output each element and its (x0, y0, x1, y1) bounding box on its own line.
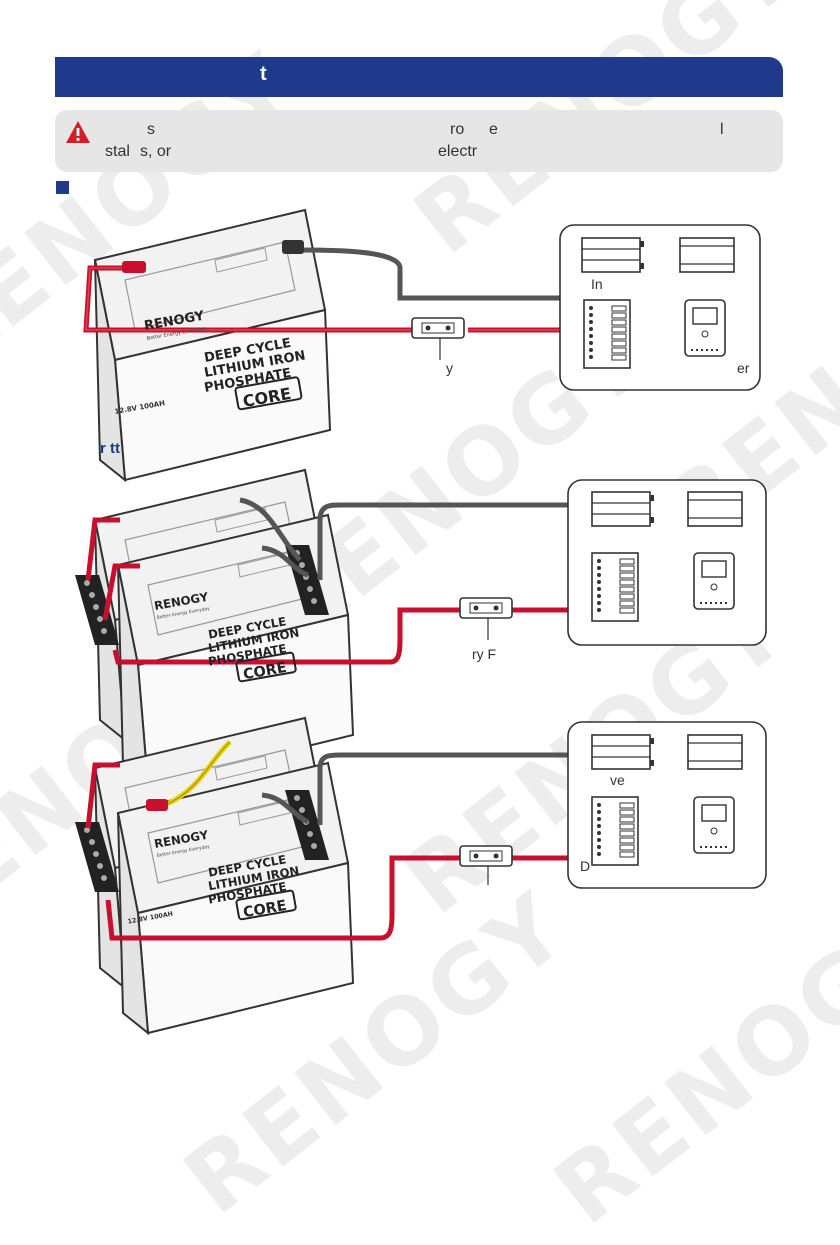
battery-model-frame (234, 376, 303, 411)
warning-text: electr (438, 143, 478, 160)
battery-model-frame (235, 651, 297, 683)
fuse-label: ry F (472, 646, 497, 662)
inverter-label: In (591, 276, 603, 292)
right-label: er (737, 360, 750, 376)
warning-text: e (489, 121, 498, 138)
warning-text: s (147, 121, 155, 138)
section-label: r tt (100, 440, 120, 457)
banner-title: t (260, 63, 267, 85)
dc-panel-label: D (580, 858, 591, 874)
warning-text: s, or (140, 143, 172, 160)
warning-icon (66, 121, 90, 143)
battery-model-frame (235, 889, 297, 921)
section-bullet (56, 181, 69, 194)
fuse-label: y (446, 360, 453, 376)
diagram-1 (83, 209, 761, 481)
warning-text: ro (450, 121, 465, 138)
section-banner: t (55, 57, 783, 97)
diagram-2 (74, 469, 767, 786)
battery-model: CORE (242, 660, 288, 683)
warning-text: l (720, 121, 724, 138)
warning-text: stal (105, 143, 130, 160)
inverter-label: ve (610, 772, 625, 788)
battery-model: CORE (242, 898, 288, 921)
diagram-3 (74, 717, 767, 1034)
warning-box: s ro e l stal s, or electr (55, 110, 783, 172)
